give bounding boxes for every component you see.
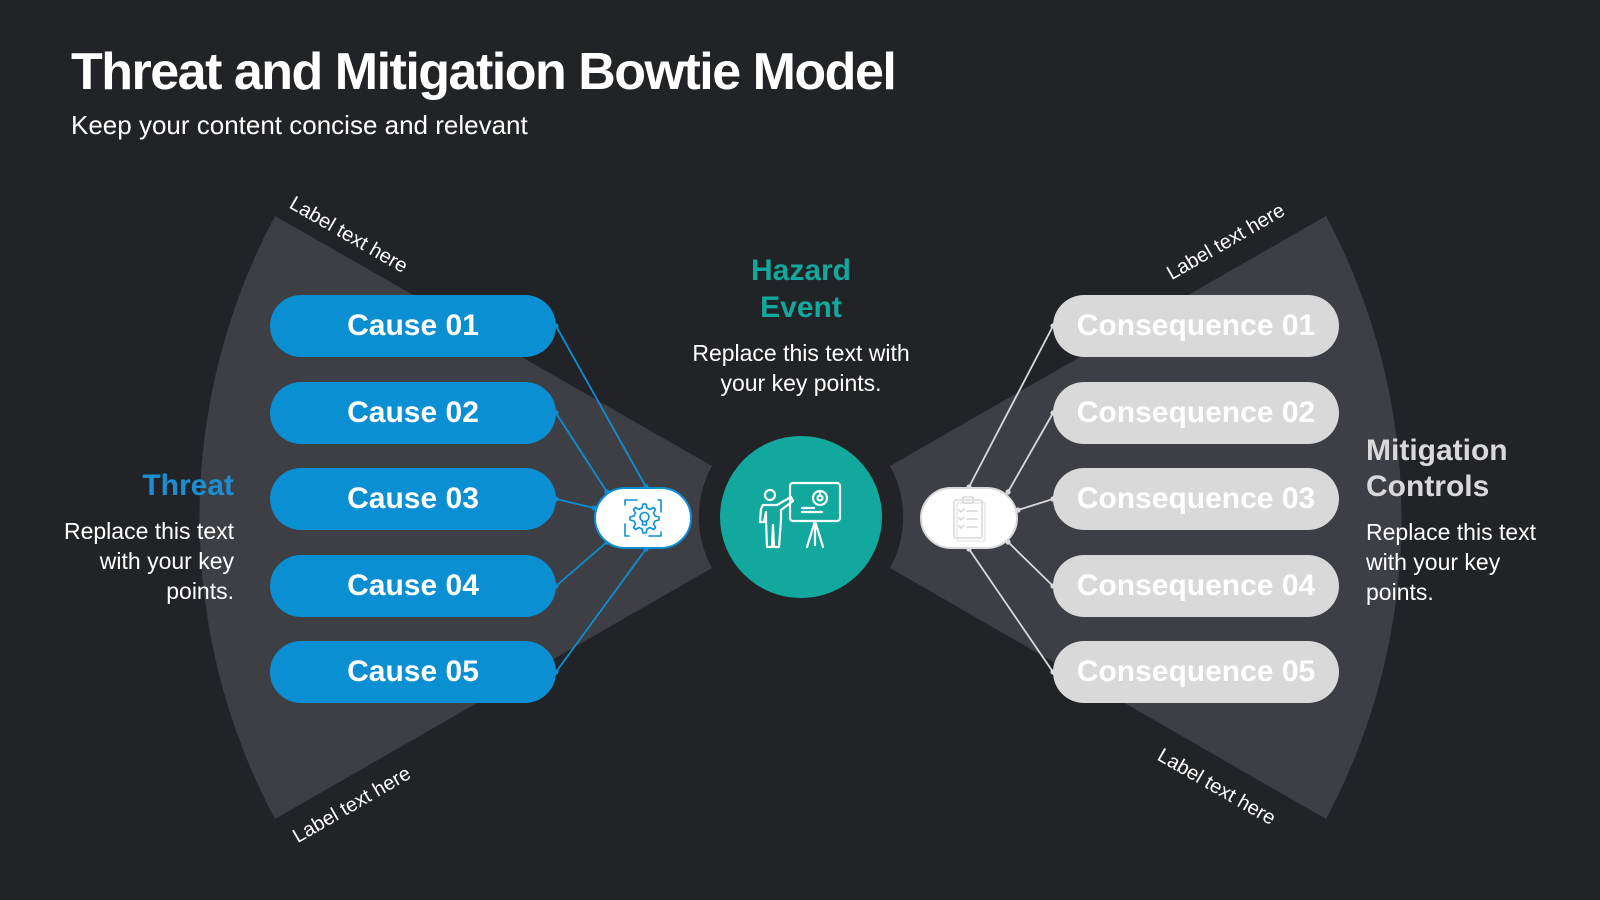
consequence-connector-line <box>1017 498 1054 511</box>
consequence-pill[interactable]: Consequence 05 <box>1053 641 1339 703</box>
threat-node[interactable] <box>594 487 692 549</box>
cause-connector-line <box>555 548 647 673</box>
hazard-heading-line1: Hazard <box>750 254 852 287</box>
consequence-pill[interactable]: Consequence 03 <box>1053 468 1339 530</box>
mitigation-heading: Mitigation Controls <box>1366 433 1566 505</box>
page-subtitle: Keep your content concise and relevant <box>71 110 528 140</box>
gear-lightbulb-icon <box>624 499 662 537</box>
cause-connector-line <box>555 541 608 587</box>
consequence-connector-line <box>968 548 1054 673</box>
mitigation-block: Mitigation Controls Replace this text wi… <box>1366 433 1566 607</box>
consequence-connector-line <box>1007 412 1054 493</box>
cause-pill[interactable]: Cause 05 <box>270 641 556 703</box>
consequence-connector-line <box>968 325 1054 488</box>
hazard-event-circle[interactable] <box>720 436 882 598</box>
hazard-text: Replace this text with your key points. <box>692 340 910 396</box>
cause-pill[interactable]: Cause 03 <box>270 468 556 530</box>
threat-heading: Threat <box>142 469 234 502</box>
mitigation-heading-line1: Mitigation <box>1366 434 1508 467</box>
consequence-pill[interactable]: Consequence 01 <box>1053 295 1339 357</box>
consequence-pill[interactable]: Consequence 02 <box>1053 382 1339 444</box>
clipboard-checklist-icon <box>953 496 986 542</box>
mitigation-heading-line2: Controls <box>1366 470 1490 503</box>
consequence-pill[interactable]: Consequence 04 <box>1053 555 1339 617</box>
cause-connector-line <box>555 498 595 509</box>
cause-connector-line <box>555 325 647 488</box>
consequence-connector-line <box>1007 541 1054 587</box>
hazard-heading: Hazard Event <box>661 252 941 326</box>
mitigation-node[interactable] <box>920 487 1018 549</box>
cause-pill[interactable]: Cause 01 <box>270 295 556 357</box>
hazard-heading-line2: Event <box>760 291 842 324</box>
cause-pill[interactable]: Cause 04 <box>270 555 556 617</box>
hazard-block: Hazard Event Replace this text with your… <box>661 252 941 398</box>
page-title: Threat and Mitigation Bowtie Model <box>71 43 897 101</box>
presentation-icon <box>758 481 842 549</box>
cause-pill[interactable]: Cause 02 <box>270 382 556 444</box>
threat-text: Replace this text with your key points. <box>63 518 234 604</box>
cause-connector-line <box>555 412 608 493</box>
threat-block: Threat Replace this text with your key p… <box>34 468 234 606</box>
mitigation-text: Replace this text with your key points. <box>1366 519 1537 605</box>
